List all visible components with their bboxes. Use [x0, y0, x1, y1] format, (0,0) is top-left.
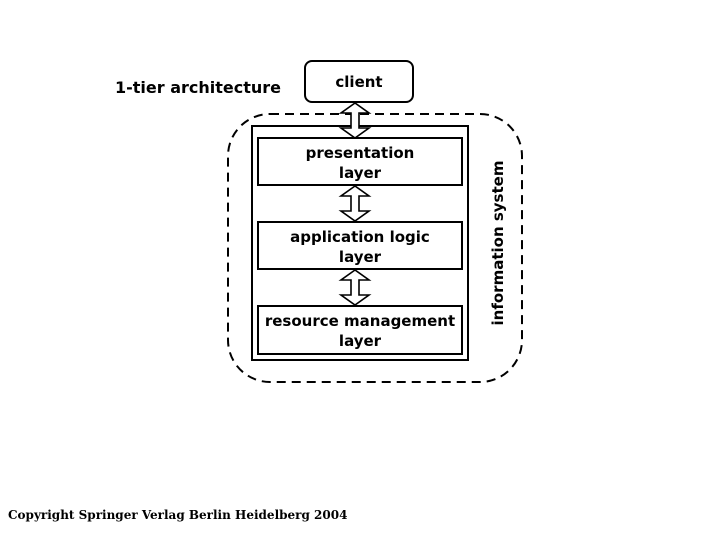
application-resource-arrow — [338, 269, 372, 306]
diagram-title: 1-tier architecture — [115, 78, 281, 97]
application-logic-layer-box — [257, 221, 463, 270]
client-presentation-arrow — [338, 102, 372, 139]
application-logic-layer-label-2: layer — [339, 248, 382, 266]
presentation-application-arrow — [338, 185, 372, 222]
information-system-boundary — [227, 113, 523, 383]
resource-management-layer-box — [257, 305, 463, 355]
copyright-notice: Copyright Springer Verlag Berlin Heidelb… — [8, 508, 348, 522]
client-label: client — [335, 73, 382, 91]
resource-management-layer-label-2: layer — [339, 332, 382, 350]
presentation-layer-box — [257, 137, 463, 186]
client-box — [304, 60, 414, 103]
resource-management-layer-label-1: resource management — [265, 312, 455, 330]
presentation-layer-label-2: layer — [339, 164, 382, 182]
information-system-label: information system — [489, 161, 507, 326]
tier-container — [251, 125, 469, 361]
presentation-layer-label-1: presentation — [306, 144, 415, 162]
application-logic-layer-label-1: application logic — [290, 228, 430, 246]
